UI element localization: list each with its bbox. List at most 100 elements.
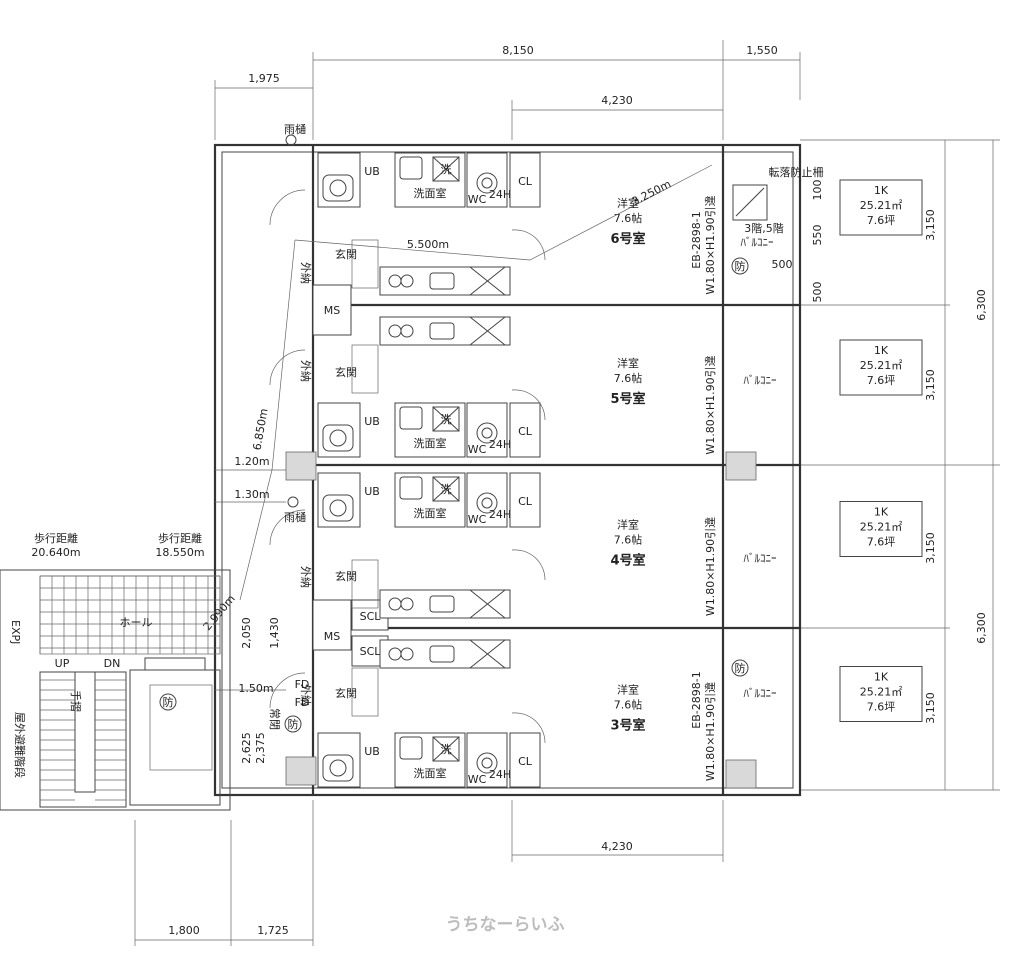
vent-label: 24H <box>489 438 511 451</box>
dim-small-500a: 500 <box>772 258 793 271</box>
dim-top-left: 1,975 <box>248 72 280 85</box>
watermark-logo: うちなーらいふ <box>446 915 565 935</box>
dim-v-1430: 1,430 <box>268 617 281 649</box>
unit-area-label: 25.21㎡ <box>860 521 903 534</box>
washer-icon: 洗 <box>441 413 452 426</box>
dim-v-2625: 2,625 <box>240 732 253 764</box>
anti-fall-fence-label: 転落防止柵 <box>769 165 824 179</box>
washer-icon: 洗 <box>441 163 452 176</box>
unit-layout-label: 1K <box>874 506 889 519</box>
eb-spec-label: EB-2898-1 <box>690 211 703 268</box>
handrail-label: 手摺 <box>69 690 83 712</box>
unit-layout-label: 1K <box>874 184 889 197</box>
dim-right-lower: 6,300 <box>975 612 988 644</box>
window-spec-label: W1.80×H1.90引違 <box>703 517 717 616</box>
top-dimensions: 8,150 1,550 1,975 4,230 <box>214 40 801 140</box>
fire-icon-6: 防 <box>735 259 746 273</box>
dim-v-2050: 2,050 <box>240 617 253 649</box>
room-size-label: 7.6帖 <box>614 372 643 385</box>
dim-left-120: 1.20m <box>234 455 269 468</box>
wc-label: WC <box>468 443 487 456</box>
dim-bottom-mid: 1,725 <box>257 924 289 937</box>
unit-bath-label: UB <box>364 165 380 178</box>
dim-row-3: 3,150 <box>924 692 937 724</box>
entrance-label-5: 玄関 <box>335 365 357 379</box>
balcony-floors-label: 3階,5階 <box>744 221 784 235</box>
walk-distance-value-a: 20.640m <box>31 546 80 559</box>
hall-label: ホール <box>120 616 153 629</box>
unit-area-label: 25.21㎡ <box>860 686 903 699</box>
entrance-label-4: 玄関 <box>335 569 357 583</box>
room-size-label: 7.6帖 <box>614 699 643 712</box>
dim-right-upper: 6,300 <box>975 289 988 321</box>
closet-label: CL <box>518 755 533 768</box>
fire-icon-elevator: 防 <box>163 695 174 709</box>
dim-row-4: 3,150 <box>924 532 937 564</box>
stair-up-label: UP <box>55 657 70 670</box>
dim-diag-5500: 5.500m <box>407 238 449 251</box>
walk-distance-value-b: 18.550m <box>155 546 204 559</box>
ms-label-lower: MS <box>324 630 340 643</box>
scl-label-upper: SCL <box>360 610 382 623</box>
washroom-label: 洗面室 <box>414 186 447 200</box>
rain-gutter-label-top: 雨樋 <box>284 122 306 136</box>
unit-tsubo-label: 7.6坪 <box>867 214 896 227</box>
fire-icon-3: 防 <box>735 661 746 675</box>
unit-bath-label: UB <box>364 485 380 498</box>
unit-area-label: 25.21㎡ <box>860 199 903 212</box>
dim-top-total: 8,150 <box>502 44 534 57</box>
dim-small-550: 550 <box>811 225 824 246</box>
dim-left-130: 1.30m <box>234 488 269 501</box>
expj-label: EXPJ <box>9 620 22 644</box>
wc-label: WC <box>468 513 487 526</box>
closet-label: CL <box>518 175 533 188</box>
storage-label-5: 外納 <box>299 360 312 382</box>
vent-label: 24H <box>489 508 511 521</box>
storage-label-6: 外納 <box>299 262 312 284</box>
dim-top-right: 1,550 <box>746 44 778 57</box>
building-walls <box>213 134 802 797</box>
fd-label-a: FD <box>295 678 310 691</box>
scl-label-lower: SCL <box>360 645 382 658</box>
dim-row-6: 3,150 <box>924 209 937 241</box>
walk-distance-label-a: 歩行距離 <box>34 531 78 545</box>
dim-row-5: 3,150 <box>924 369 937 401</box>
unit-layout-label: 1K <box>874 671 889 684</box>
fire-door-icon: 防 <box>288 717 299 731</box>
room-number-label: 3号室 <box>610 718 645 734</box>
washroom-label: 洗面室 <box>414 436 447 450</box>
unit-tsubo-label: 7.6坪 <box>867 536 896 549</box>
closet-label: CL <box>518 495 533 508</box>
unit-layout-label: 1K <box>874 344 889 357</box>
washroom-label: 洗面室 <box>414 506 447 520</box>
dim-small-100: 100 <box>811 180 824 201</box>
dim-diag-3250: 3.250m <box>630 178 674 209</box>
eb-spec-label: EB-2898-1 <box>690 671 703 728</box>
balcony-label-5: ﾊﾞﾙｺﾆｰ <box>744 374 777 387</box>
washer-icon: 洗 <box>441 743 452 756</box>
wc-label: WC <box>468 193 487 206</box>
room-number-label: 4号室 <box>610 553 645 569</box>
room-type-label: 洋室 <box>617 196 639 210</box>
fd-label-b: FD <box>295 696 310 709</box>
room-size-label: 7.6帖 <box>614 212 643 225</box>
window-spec-label: W1.80×H1.90引違 <box>703 195 717 294</box>
dim-diag-2990: 2.990m <box>201 592 238 633</box>
balcony-label-3: ﾊﾞﾙｺﾆｰ <box>744 687 777 700</box>
closet-label: CL <box>518 425 533 438</box>
entrance-label-3: 玄関 <box>335 686 357 700</box>
stair-down-label: DN <box>104 657 121 670</box>
balcony-details: 転落防止柵 3階,5階 ﾊﾞﾙｺﾆｰ 防 500 550 500 100 ﾊﾞﾙ… <box>731 165 824 700</box>
stair-hall: ホール 歩行距離 20.640m 歩行距離 18.550m EXPJ UP DN… <box>0 531 281 811</box>
dim-bottom-left: 1,800 <box>168 924 200 937</box>
washroom-label: 洗面室 <box>414 766 447 780</box>
washer-icon: 洗 <box>441 483 452 496</box>
dim-diag-6850: 6.850m <box>250 407 270 451</box>
entrance-label-6: 玄関 <box>335 247 357 261</box>
room-size-label: 7.6帖 <box>614 534 643 547</box>
dim-inner-bottom: 4,230 <box>601 840 633 853</box>
unit-tsubo-label: 7.6坪 <box>867 374 896 387</box>
